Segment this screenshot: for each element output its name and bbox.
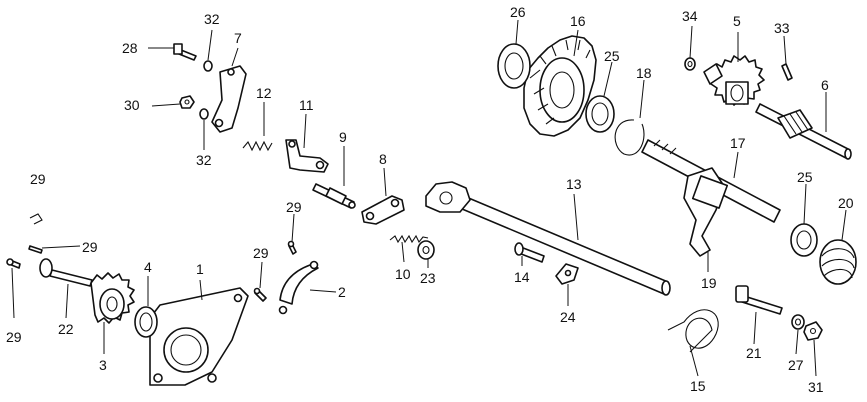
- callout-16: 16: [570, 13, 586, 29]
- part-4-washer: [134, 306, 158, 338]
- callout-20: 20: [838, 195, 854, 211]
- callout-18: 18: [636, 65, 652, 81]
- callout-19: 19: [701, 275, 717, 291]
- part-30-nut: [179, 95, 195, 109]
- callout-labels: 1 2 3 4 5 6 7 8 9 10 11 12 13 14 15 16 1…: [6, 4, 854, 395]
- callout-2: 2: [338, 284, 346, 300]
- part-25-washer-upper: [585, 95, 615, 133]
- part-29-screw-bracket: [253, 287, 267, 302]
- callout-1: 1: [196, 261, 204, 277]
- callout-33: 33: [774, 20, 790, 36]
- part-10-spring: [389, 234, 429, 244]
- part-29-screw-bottom-left: [6, 258, 21, 269]
- callout-25-upper: 25: [604, 48, 620, 64]
- part-32-washer-upper: [203, 60, 213, 72]
- callout-29-bottom-left: 29: [6, 329, 22, 345]
- callout-10: 10: [395, 266, 411, 282]
- callout-11: 11: [299, 97, 314, 113]
- callout-12: 12: [256, 85, 272, 101]
- part-15-torsion-spring: [667, 309, 719, 353]
- callout-9: 9: [339, 129, 347, 145]
- part-5-gear: [703, 55, 765, 106]
- callout-13: 13: [566, 176, 582, 192]
- part-24-clip: [555, 263, 579, 285]
- part-31-nut: [803, 321, 823, 341]
- part-23-washer: [417, 240, 435, 260]
- callout-32-lower: 32: [196, 152, 212, 168]
- callout-24: 24: [560, 309, 576, 325]
- part-9-pin: [312, 183, 356, 209]
- part-12-spring: [242, 140, 273, 152]
- part-34-circlip: [684, 57, 696, 71]
- part-7-arm-plate: [211, 65, 247, 133]
- callout-5: 5: [733, 13, 741, 29]
- part-6-shaft: [755, 103, 852, 160]
- part-32-washer-lower: [199, 108, 209, 120]
- part-28-screw: [173, 43, 197, 61]
- callout-14: 14: [514, 269, 530, 285]
- callout-23: 23: [420, 270, 436, 286]
- part-26-washer: [497, 43, 531, 89]
- callout-15: 15: [690, 378, 706, 394]
- callout-29-left: 29: [82, 239, 98, 255]
- part-25-washer-lower: [790, 223, 818, 257]
- callout-25-lower: 25: [797, 169, 813, 185]
- callout-17: 17: [730, 135, 746, 151]
- callout-4: 4: [144, 259, 152, 275]
- callout-29-mid: 29: [286, 199, 302, 215]
- part-16-large-gear: [523, 35, 597, 137]
- callout-22: 22: [58, 321, 74, 337]
- callout-32-upper: 32: [204, 11, 220, 27]
- callout-26: 26: [510, 4, 526, 20]
- callout-29-top-left: 29: [30, 171, 46, 187]
- callout-21: 21: [746, 345, 762, 361]
- part-2-bracket: [278, 260, 319, 315]
- callout-30: 30: [124, 97, 140, 113]
- part-11-lever: [285, 139, 329, 173]
- part-21-bolt: [735, 285, 783, 315]
- leader-lines: [11, 19, 847, 377]
- part-17-cam-shaft: [641, 139, 781, 257]
- callout-34: 34: [682, 8, 698, 24]
- part-3-small-gear: [90, 272, 135, 324]
- part-20-coil-spring: [819, 239, 857, 285]
- callout-6: 6: [821, 77, 829, 93]
- part-18-circlip: [614, 119, 645, 156]
- callout-3: 3: [99, 357, 107, 373]
- part-22-bolt: [39, 258, 93, 287]
- part-27-washer: [791, 314, 805, 330]
- callout-28: 28: [122, 40, 138, 56]
- callout-29-bracket: 29: [253, 245, 269, 261]
- part-29-pin-left: [28, 245, 43, 254]
- part-8-link-plate: [361, 195, 405, 225]
- part-1-cover-plate: [149, 287, 249, 386]
- part-14-pin: [514, 242, 545, 263]
- part-13-long-shaft: [425, 181, 671, 296]
- callout-8: 8: [379, 151, 387, 167]
- callout-7: 7: [234, 30, 242, 46]
- part-29-screw-mid: [287, 240, 297, 255]
- callout-27: 27: [788, 357, 804, 373]
- part-33-pin: [781, 63, 793, 81]
- callout-31: 31: [808, 379, 824, 395]
- part-29-clip: [29, 213, 43, 225]
